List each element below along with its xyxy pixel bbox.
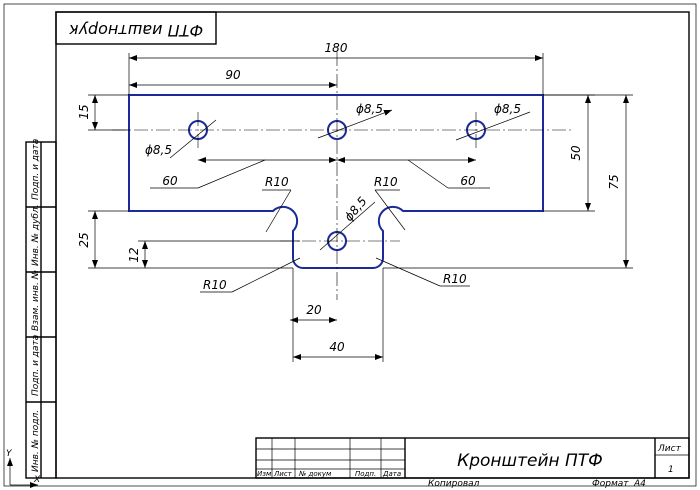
svg-text:ϕ8,5: ϕ8,5 (342, 194, 370, 224)
axis-marker: Y X (6, 449, 41, 488)
svg-text:Изм: Изм (257, 470, 272, 478)
svg-text:R10: R10 (203, 278, 227, 292)
dim-25: 25 (77, 210, 293, 269)
leader-hole-center: ϕ8,5 (317, 102, 393, 139)
dim-90: 90 (129, 68, 337, 88)
svg-text:90: 90 (225, 68, 241, 82)
dim-50: 50 (543, 94, 595, 212)
side-label-1: Подп. и дата (31, 139, 41, 200)
svg-text:Дата: Дата (382, 470, 401, 478)
dim-12: 12 (127, 240, 300, 268)
leader-hole-right: ϕ8,5 (455, 102, 531, 141)
stamp-text: ФТП иаштнорук (68, 21, 203, 40)
leader-hole-left: ϕ8,5 (145, 119, 217, 159)
svg-text:1: 1 (668, 465, 674, 475)
side-strip: Подп. и дата Инв. № дубл. Взам. инв. № П… (25, 139, 57, 479)
dim-60-left: 60 (150, 157, 337, 189)
svg-text:15: 15 (77, 104, 91, 119)
dim-75: 75 (383, 94, 633, 269)
svg-text:Лист: Лист (273, 470, 293, 478)
dim-180: 180 (128, 41, 544, 95)
side-label-5: Инв. № подл. (31, 410, 41, 472)
svg-text:60: 60 (162, 174, 178, 188)
outer-frame (3, 3, 697, 487)
kopiroval-label: Копировал (428, 479, 480, 489)
drawing-title: Кронштейн ПТФ (457, 451, 603, 471)
drawing-frame (55, 11, 690, 479)
svg-text:40: 40 (329, 340, 345, 354)
svg-text:ϕ8,5: ϕ8,5 (356, 102, 383, 116)
side-label-4: Подп. и дата (31, 335, 41, 396)
dim-15: 15 (77, 94, 129, 131)
svg-text:Подп.: Подп. (355, 470, 376, 478)
svg-text:ϕ8,5: ϕ8,5 (494, 102, 521, 116)
stamp-box (55, 11, 217, 45)
svg-text:12: 12 (127, 247, 141, 262)
leader-r-upper-left: R10 (262, 175, 292, 233)
format-label: Формат (592, 479, 629, 489)
format-value: А4 (633, 479, 646, 489)
svg-text:R10: R10 (374, 175, 398, 189)
bracket-outline (128, 94, 544, 269)
svg-text:R10: R10 (265, 175, 289, 189)
leader-r-lower-right: R10 (375, 257, 470, 287)
svg-text:20: 20 (306, 303, 322, 317)
svg-text:50: 50 (569, 145, 583, 161)
svg-text:60: 60 (460, 174, 476, 188)
dim-60-right: 60 (337, 157, 490, 189)
svg-text:75: 75 (607, 174, 621, 189)
svg-text:№ докум: № докум (298, 470, 332, 478)
title-block: Изм Лист № докум Подп. Дата Кронштейн ПТ… (255, 437, 690, 479)
dim-20: 20 (290, 268, 337, 325)
svg-text:Лист: Лист (657, 444, 682, 454)
svg-text:25: 25 (77, 232, 91, 247)
svg-text:ϕ8,5: ϕ8,5 (145, 143, 172, 157)
svg-text:Y: Y (6, 449, 13, 459)
svg-text:R10: R10 (443, 272, 467, 286)
side-label-3: Взам. инв. № (31, 270, 41, 331)
leader-r-upper-right: R10 (374, 175, 406, 231)
svg-text:180: 180 (325, 41, 348, 55)
dim-40: 40 (292, 268, 384, 362)
svg-text:X: X (33, 475, 41, 485)
leader-r-lower-left: R10 (200, 257, 301, 293)
side-label-2: Инв. № дубл. (31, 204, 41, 266)
